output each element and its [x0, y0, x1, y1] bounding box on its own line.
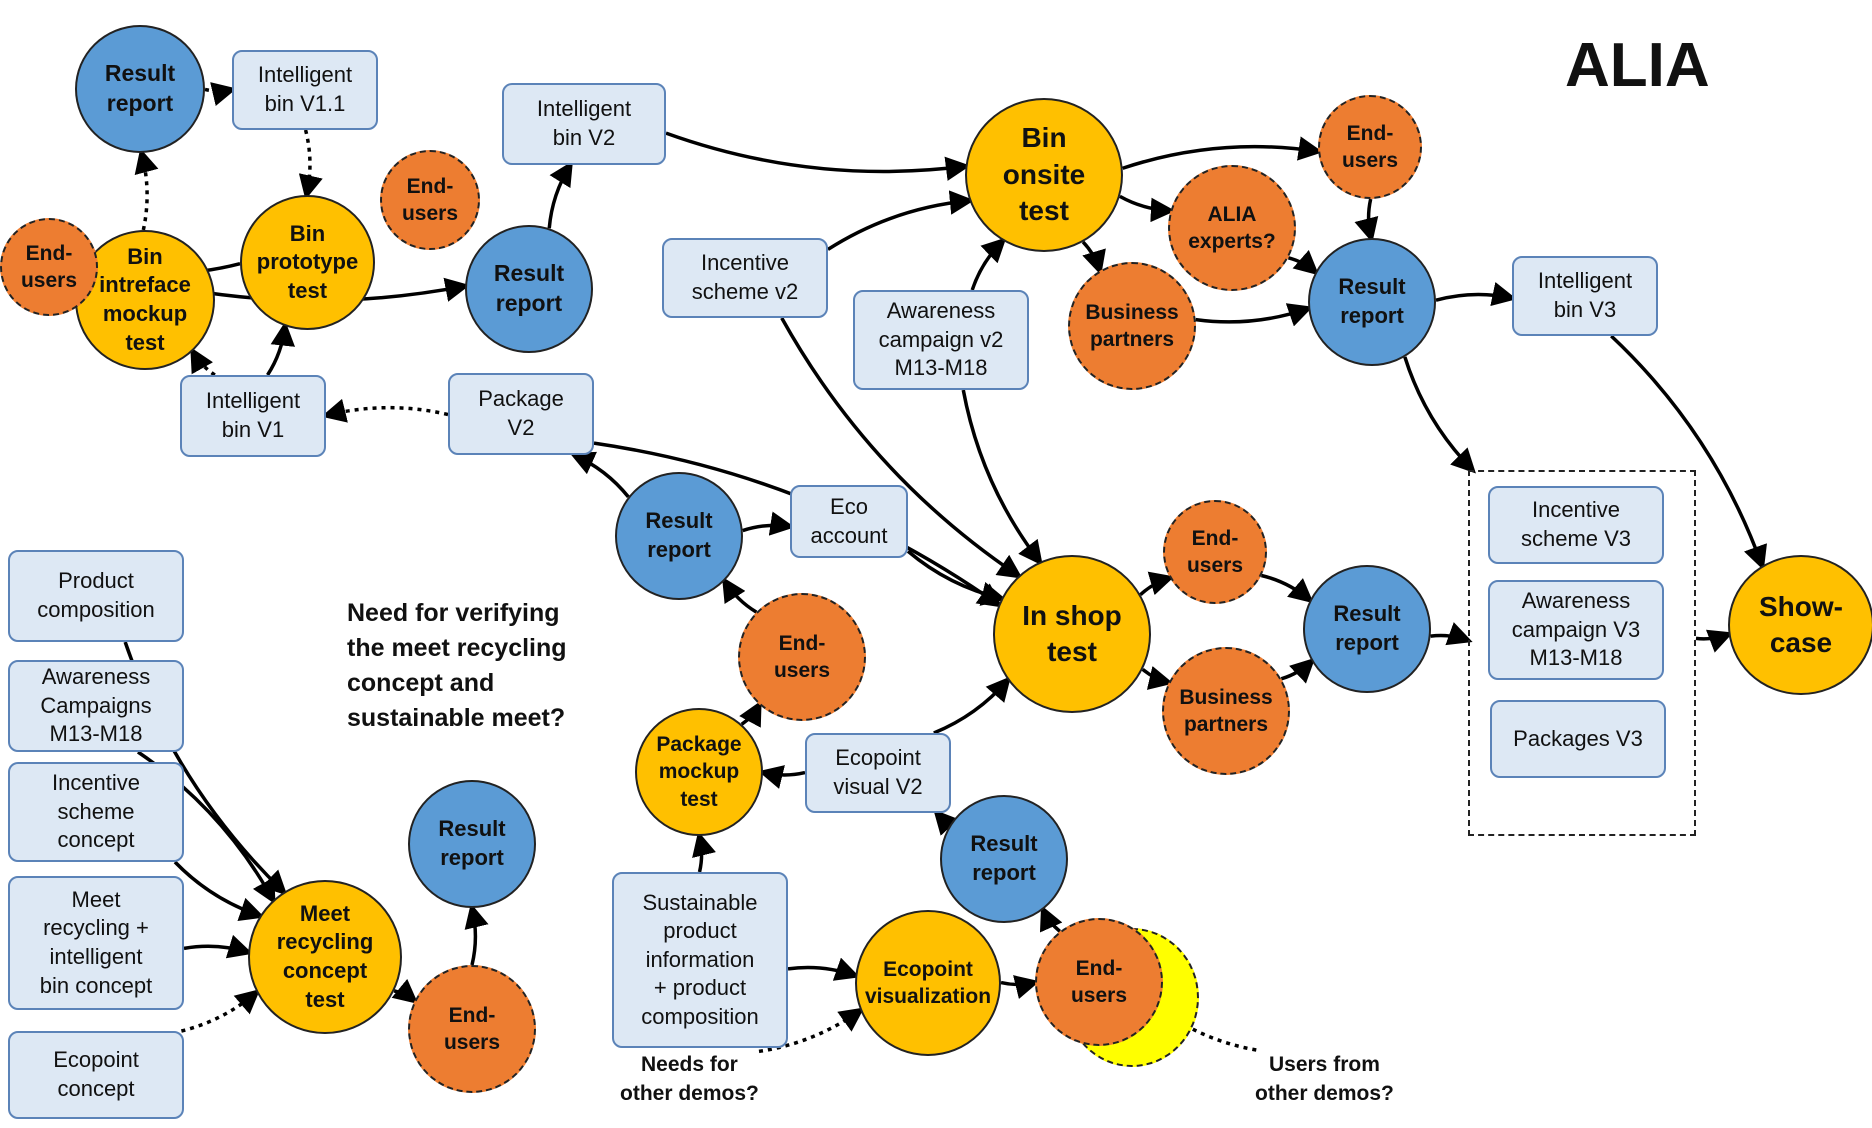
package-mockup-test-node: Package mockup test: [635, 708, 763, 836]
result-report-node: Result report: [1303, 565, 1431, 693]
connector-n33-n34: [787, 957, 860, 981]
connector-n21-n24: [1141, 666, 1174, 690]
end-users-node: End- users: [0, 218, 98, 316]
end-users-node: End- users: [1035, 918, 1163, 1046]
verification-question-note: Need for verifying the meet recycling co…: [347, 599, 567, 732]
needs-other-demos-note: Needs for other demos?: [620, 1053, 759, 1106]
incentive-scheme-v3-node: Incentive scheme V3: [1488, 486, 1664, 564]
connector-n43-n42: [464, 903, 489, 966]
connector-g1-n28: [1695, 629, 1734, 653]
connector-t2-n34: [758, 1007, 865, 1054]
showcase-node: Show- case: [1728, 555, 1872, 695]
connector-n23-g1: [1430, 622, 1473, 646]
connector-n30-n29: [739, 700, 762, 728]
awareness-campaign-v3-node: Awareness campaign V3 M13-M18: [1488, 580, 1664, 680]
connector-n21-n22: [1139, 571, 1175, 596]
connector-n41-n43: [391, 978, 419, 1004]
page-title: ALIA: [1565, 31, 1710, 100]
ecopoint-visual-v2-node: Ecopoint visual V2: [805, 733, 951, 813]
meet-recycling-intelligent-bin-concept-node: Meet recycling + intelligent bin concept: [8, 876, 184, 1010]
result-report-node: Result report: [1308, 238, 1436, 366]
connector-n24-n23: [1280, 657, 1316, 684]
connector-n9-n4: [266, 321, 296, 376]
end-users-node: End- users: [408, 965, 536, 1093]
connector-n13-n14: [1122, 136, 1324, 170]
connector-n14-n17: [1354, 198, 1379, 243]
connector-n32-n31: [933, 809, 959, 836]
connector-n11-n13: [827, 190, 975, 251]
connector-n15-n17: [1287, 249, 1320, 276]
business-partners-node: Business partners: [1162, 647, 1290, 775]
connector-layer: [93, 82, 1767, 1054]
incentive-scheme-v2-node: Incentive scheme v2: [662, 238, 828, 318]
connector-n11-n21: [780, 317, 1023, 579]
connector-n13-n16: [1081, 240, 1106, 276]
packages-v3-node: Packages V3: [1490, 700, 1666, 778]
result-report-node: Result report: [408, 780, 536, 908]
users-other-demos-note: Users from other demos?: [1255, 1053, 1394, 1106]
result-report-node: Result report: [940, 795, 1068, 923]
connector-n19-n10: [569, 451, 630, 498]
end-users-node: End- users: [1163, 500, 1267, 604]
bin-onsite-test-node: Bin onsite test: [965, 98, 1123, 252]
result-report-node: Result report: [75, 25, 205, 153]
alia-experts-node: ALIA experts?: [1168, 165, 1296, 291]
awareness-campaign-v2-node: Awareness campaign v2 M13-M18: [853, 290, 1029, 390]
intelligent-bin-v1-node: Intelligent bin V1: [180, 375, 326, 457]
connector-n20-n21: [906, 549, 1007, 606]
sustainable-product-information-node: Sustainable product information + produc…: [612, 872, 788, 1048]
intelligent-bin-v3-node: Intelligent bin V3: [1512, 256, 1658, 336]
eco-account-node: Eco account: [790, 485, 908, 558]
connector-n13-n15: [1119, 194, 1176, 223]
package-v2-node: Package V2: [448, 373, 594, 455]
meet-recycling-concept-test-node: Meet recycling concept test: [248, 880, 402, 1034]
v3-deliverables-group: [1468, 470, 1696, 836]
connector-n31-n30: [758, 765, 806, 789]
connector-n7-n13: [665, 131, 971, 181]
connector-n1-n2: [204, 82, 237, 106]
connector-n9-n5: [190, 346, 216, 377]
connector-n10-n9: [321, 398, 449, 423]
awareness-campaigns-node: Awareness Campaigns M13-M18: [8, 660, 184, 752]
connector-n38-n41: [173, 860, 265, 922]
connector-n5-n1: [134, 148, 159, 231]
connector-n35-n32: [1039, 905, 1063, 933]
bin-prototype-test-node: Bin prototype test: [240, 195, 375, 330]
result-report-node: Result report: [465, 225, 593, 353]
business-partners-node: Business partners: [1068, 262, 1196, 390]
connector-n12-n13: [970, 237, 1007, 291]
connector-n19-n20: [742, 511, 795, 536]
connector-n17-g1: [1403, 356, 1476, 474]
connector-n31-n21: [933, 676, 1011, 735]
connector-n22-n23: [1260, 573, 1314, 604]
connector-n18-n28: [1610, 334, 1767, 571]
ecopoint-concept-node: Ecopoint concept: [8, 1031, 184, 1119]
connector-n8-n7: [547, 160, 573, 229]
connector-n29-n19: [722, 576, 758, 614]
result-report-node: Result report: [615, 472, 743, 600]
end-users-node: End- users: [1318, 95, 1422, 199]
connector-n12-n21: [961, 389, 1043, 566]
connector-n16-n17: [1195, 303, 1313, 327]
connector-n34-n35: [1000, 975, 1040, 999]
connector-n17-n18: [1435, 282, 1517, 307]
bin-interface-mockup-test-node: Bin intreface mockup test: [75, 230, 215, 370]
intelligent-bin-v1-1-node: Intelligent bin V1.1: [232, 50, 378, 130]
in-shop-test-node: In shop test: [993, 555, 1151, 713]
end-users-node: End- users: [738, 593, 866, 721]
product-composition-node: Product composition: [8, 550, 184, 642]
incentive-scheme-concept-node: Incentive scheme concept: [8, 762, 184, 862]
ecopoint-visualization-node: Ecopoint visualization: [855, 910, 1001, 1056]
connector-n39-n41: [183, 934, 253, 959]
connector-n33-n30: [692, 831, 716, 873]
connector-t3-n35: [1153, 1004, 1257, 1052]
end-users-node: End- users: [380, 150, 480, 250]
intelligent-bin-v2-node: Intelligent bin V2: [502, 83, 666, 165]
